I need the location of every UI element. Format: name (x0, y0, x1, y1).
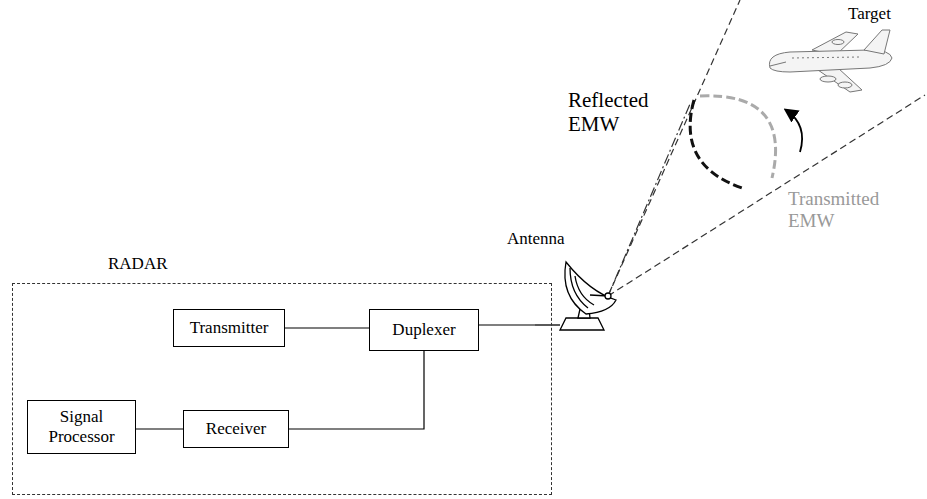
figure-label: Transmitted EMW (788, 188, 918, 232)
system-boundary: RADARTransmitterDuplexerSignal Processor… (12, 283, 552, 495)
antenna-dish (535, 262, 616, 330)
beam-axis (608, 104, 690, 296)
process-box: Receiver (183, 410, 289, 448)
box-label: Signal Processor (33, 407, 130, 446)
group-heading: RADAR (108, 254, 168, 274)
figure-label: Antenna (507, 229, 587, 249)
process-box: Signal Processor (27, 400, 136, 454)
airplane (769, 30, 892, 92)
signal-line (136, 428, 183, 429)
signal-line (285, 327, 369, 328)
reflected-wave (690, 100, 742, 188)
signal-line (289, 351, 424, 429)
feed-line (478, 324, 535, 325)
box-label: Transmitter (190, 318, 269, 338)
box-label: Duplexer (392, 320, 455, 340)
box-label: Receiver (206, 419, 266, 439)
process-box: Duplexer (369, 309, 479, 351)
beam-edge (608, 95, 925, 296)
figure-label: Reflected EMW (568, 88, 668, 136)
beam-edge (608, 0, 740, 296)
direction-arrow (786, 110, 802, 152)
transmitted-wave (700, 96, 776, 178)
figure-label: Target (848, 4, 918, 24)
process-box: Transmitter (173, 309, 285, 347)
